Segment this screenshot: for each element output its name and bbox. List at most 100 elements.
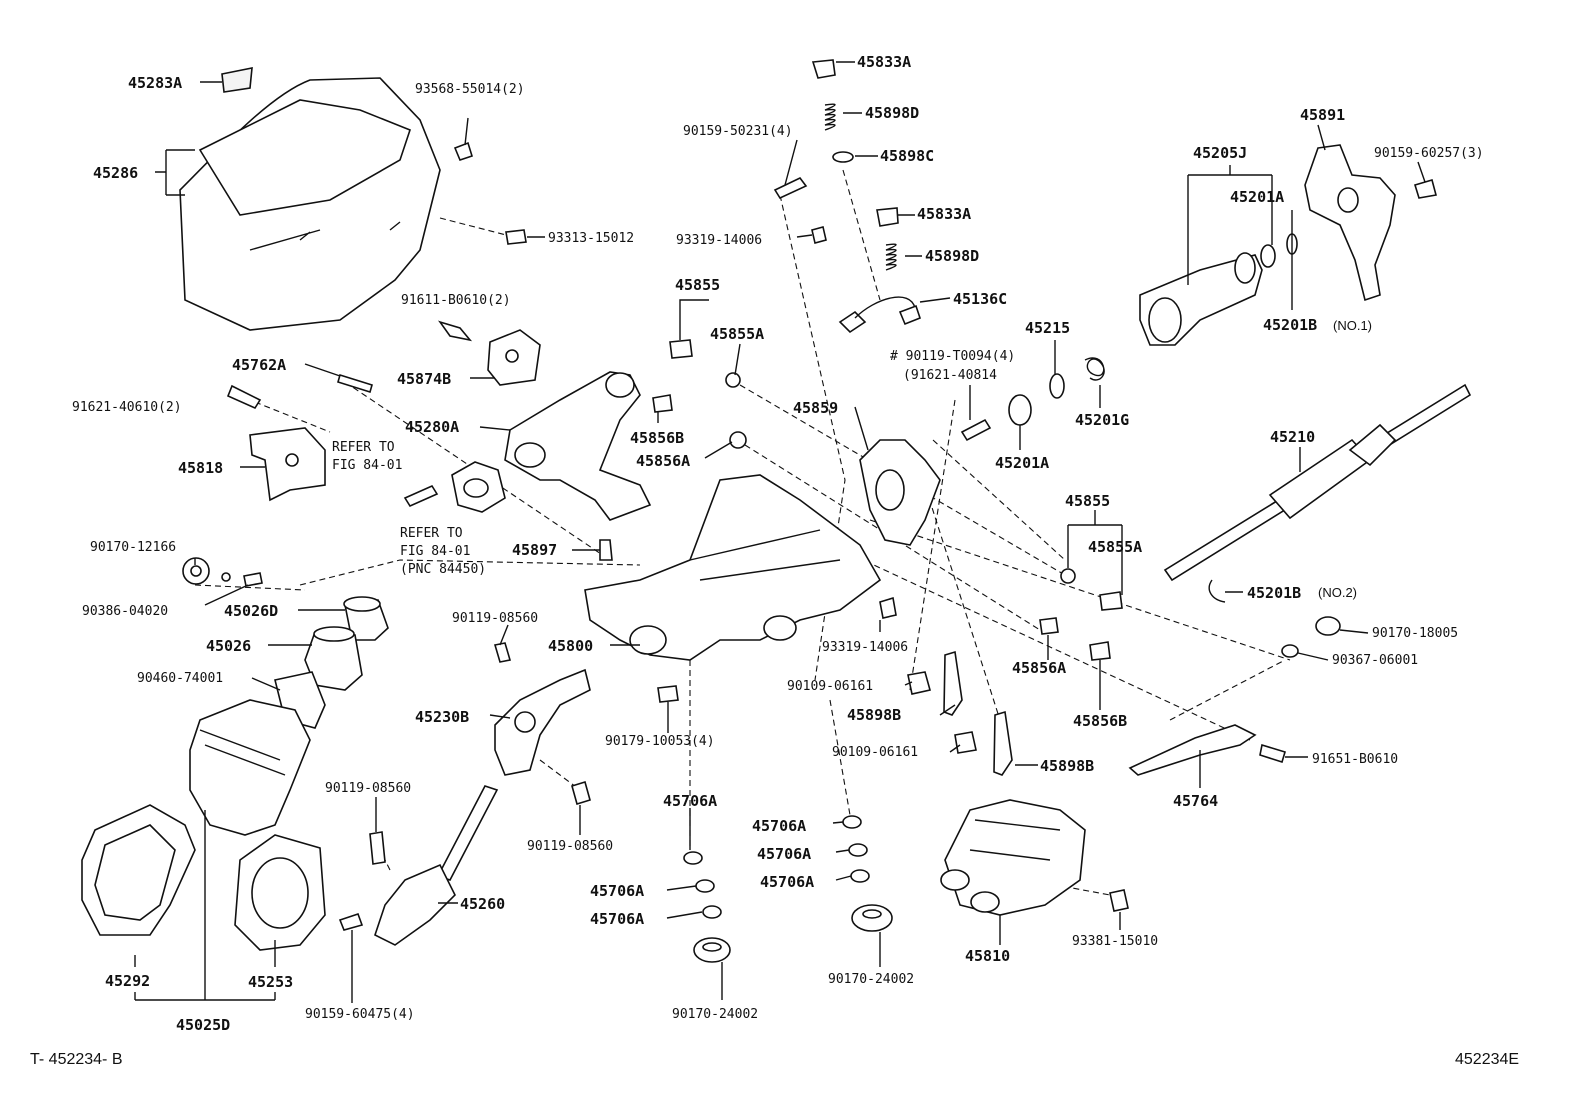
screw-93381: [1109, 889, 1129, 912]
label-45706a-3: 45706A: [590, 910, 644, 928]
label-45856b-a: 45856B: [630, 429, 684, 447]
caps-45833a: [811, 59, 899, 227]
rod-45764: [1128, 724, 1257, 776]
spacers-45706a-left: [683, 851, 731, 963]
label-refer-to-2: REFER TO: [400, 526, 463, 541]
footer-left-code: T- 452234- B: [30, 1051, 123, 1068]
label-45859: 45859: [793, 399, 838, 417]
label-93319-14006-b: 93319-14006: [822, 640, 908, 655]
label-45764: 45764: [1173, 792, 1218, 810]
label-93319-14006-a: 93319-14006: [676, 233, 762, 248]
label-90159-50231: 90159-50231(4): [683, 124, 793, 139]
screw-93313: [505, 229, 527, 245]
label-fig-84-01-1: FIG 84-01: [332, 458, 402, 473]
label-45818: 45818: [178, 459, 223, 477]
screw-93319-b: [879, 596, 897, 619]
bolt-91611: [437, 320, 473, 342]
bracket-45818: [249, 427, 326, 502]
label-91611-b0610: 91611-B0610(2): [401, 293, 511, 308]
spring-45201g: [1084, 357, 1105, 381]
label-45201a-b: 45201A: [995, 454, 1049, 472]
part-labels: 45283A 93568-55014(2) 45286 93313-15012 …: [72, 53, 1484, 1034]
plug-90179: [657, 685, 679, 703]
boot-assy-45025d: [189, 699, 311, 836]
snap-ring-45201b-no2: [1208, 579, 1226, 603]
label-45253: 45253: [248, 973, 293, 991]
label-45025d: 45025D: [176, 1016, 230, 1034]
label-90170-12166: 90170-12166: [90, 540, 176, 555]
bolt-refer-84-01: [403, 484, 439, 508]
label-45286: 45286: [93, 164, 138, 182]
leader-lines: [134, 61, 1426, 1003]
label-45833a-2: 45833A: [917, 205, 971, 223]
label-90119-08560-b: 90119-08560: [527, 839, 613, 854]
washer-45898c: [832, 151, 854, 163]
label-90119-08560-c: 90119-08560: [325, 781, 411, 796]
label-45833a-1: 45833A: [857, 53, 911, 71]
label-45855a-a: 45855A: [710, 325, 764, 343]
label-45810: 45810: [965, 947, 1010, 965]
bracket-45859: [859, 439, 941, 546]
bolt-90159-50231: [773, 176, 808, 200]
springs-45898d: [824, 103, 897, 271]
bolt-90119-a: [493, 642, 512, 663]
screw-93319-a: [811, 226, 827, 244]
bearing-45201a-b: [1008, 394, 1032, 426]
label-45706a-5: 45706A: [757, 845, 811, 863]
bolt-90119-c: [369, 831, 386, 865]
label-45898b-a: 45898B: [847, 706, 901, 724]
pin-45762a: [337, 373, 373, 394]
label-90109-06161-b: 90109-06161: [832, 745, 918, 760]
label-45201a-a: 45201A: [1230, 188, 1284, 206]
label-90179-10053: 90179-10053(4): [605, 734, 715, 749]
label-45280a: 45280A: [405, 418, 459, 436]
label-45136c: 45136C: [953, 290, 1007, 308]
label-45201b-no1-note: (NO.1): [1333, 318, 1372, 333]
label-91621-40610: 91621-40610(2): [72, 400, 182, 415]
label-90170-24002-b: 90170-24002: [828, 972, 914, 987]
bracket-45891: [1304, 144, 1396, 302]
label-45260: 45260: [460, 895, 505, 913]
bolt-90119-t0094: [960, 418, 992, 442]
grommet-90170-18005: [1315, 616, 1341, 636]
label-fig-84-01-2: FIG 84-01: [400, 544, 470, 559]
links-45898b: [943, 650, 1013, 776]
bolts-45856: [652, 394, 1111, 661]
label-45201g: 45201G: [1075, 411, 1129, 429]
label-93313-15012: 93313-15012: [548, 231, 634, 246]
label-45898c: 45898C: [880, 147, 934, 165]
shaft-45260: [374, 785, 499, 946]
label-45026: 45026: [206, 637, 251, 655]
ring-45215: [1049, 373, 1065, 399]
bolt-90159-60475: [338, 912, 364, 931]
label-45230b: 45230B: [415, 708, 469, 726]
spacers-45706a-right: [842, 815, 893, 932]
label-plate-45283a: [221, 67, 253, 93]
label-91621-40814: (91621-40814: [903, 368, 997, 383]
label-45855a-b: 45855A: [1088, 538, 1142, 556]
shaft-45210: [1163, 383, 1472, 582]
label-90159-60475: 90159-60475(4): [305, 1007, 415, 1022]
label-45856b-b: 45856B: [1073, 712, 1127, 730]
label-45898d-1: 45898D: [865, 104, 919, 122]
label-90119-t0094: # 90119-T0094(4): [890, 349, 1015, 364]
label-45201b-no2-note: (NO.2): [1318, 585, 1357, 600]
label-refer-to-1: REFER TO: [332, 440, 395, 455]
grommet-90170-12166: [182, 557, 263, 587]
bolt-91621-40610: [226, 384, 262, 410]
fitting-45897: [599, 539, 613, 561]
label-90109-06161-a: 90109-06161: [787, 679, 873, 694]
label-45205j: 45205J: [1193, 144, 1247, 162]
label-45706a-4: 45706A: [752, 817, 806, 835]
column-bracket-45800: [584, 474, 882, 661]
label-90367-06001: 90367-06001: [1332, 653, 1418, 668]
label-45874b: 45874B: [397, 370, 451, 388]
label-45292: 45292: [105, 972, 150, 990]
label-45891: 45891: [1300, 106, 1345, 124]
label-45856a-b: 45856A: [1012, 659, 1066, 677]
label-45706a-6: 45706A: [760, 873, 814, 891]
label-45762a: 45762A: [232, 356, 286, 374]
yoke-45230b: [494, 668, 591, 776]
plate-45292: [81, 804, 196, 936]
